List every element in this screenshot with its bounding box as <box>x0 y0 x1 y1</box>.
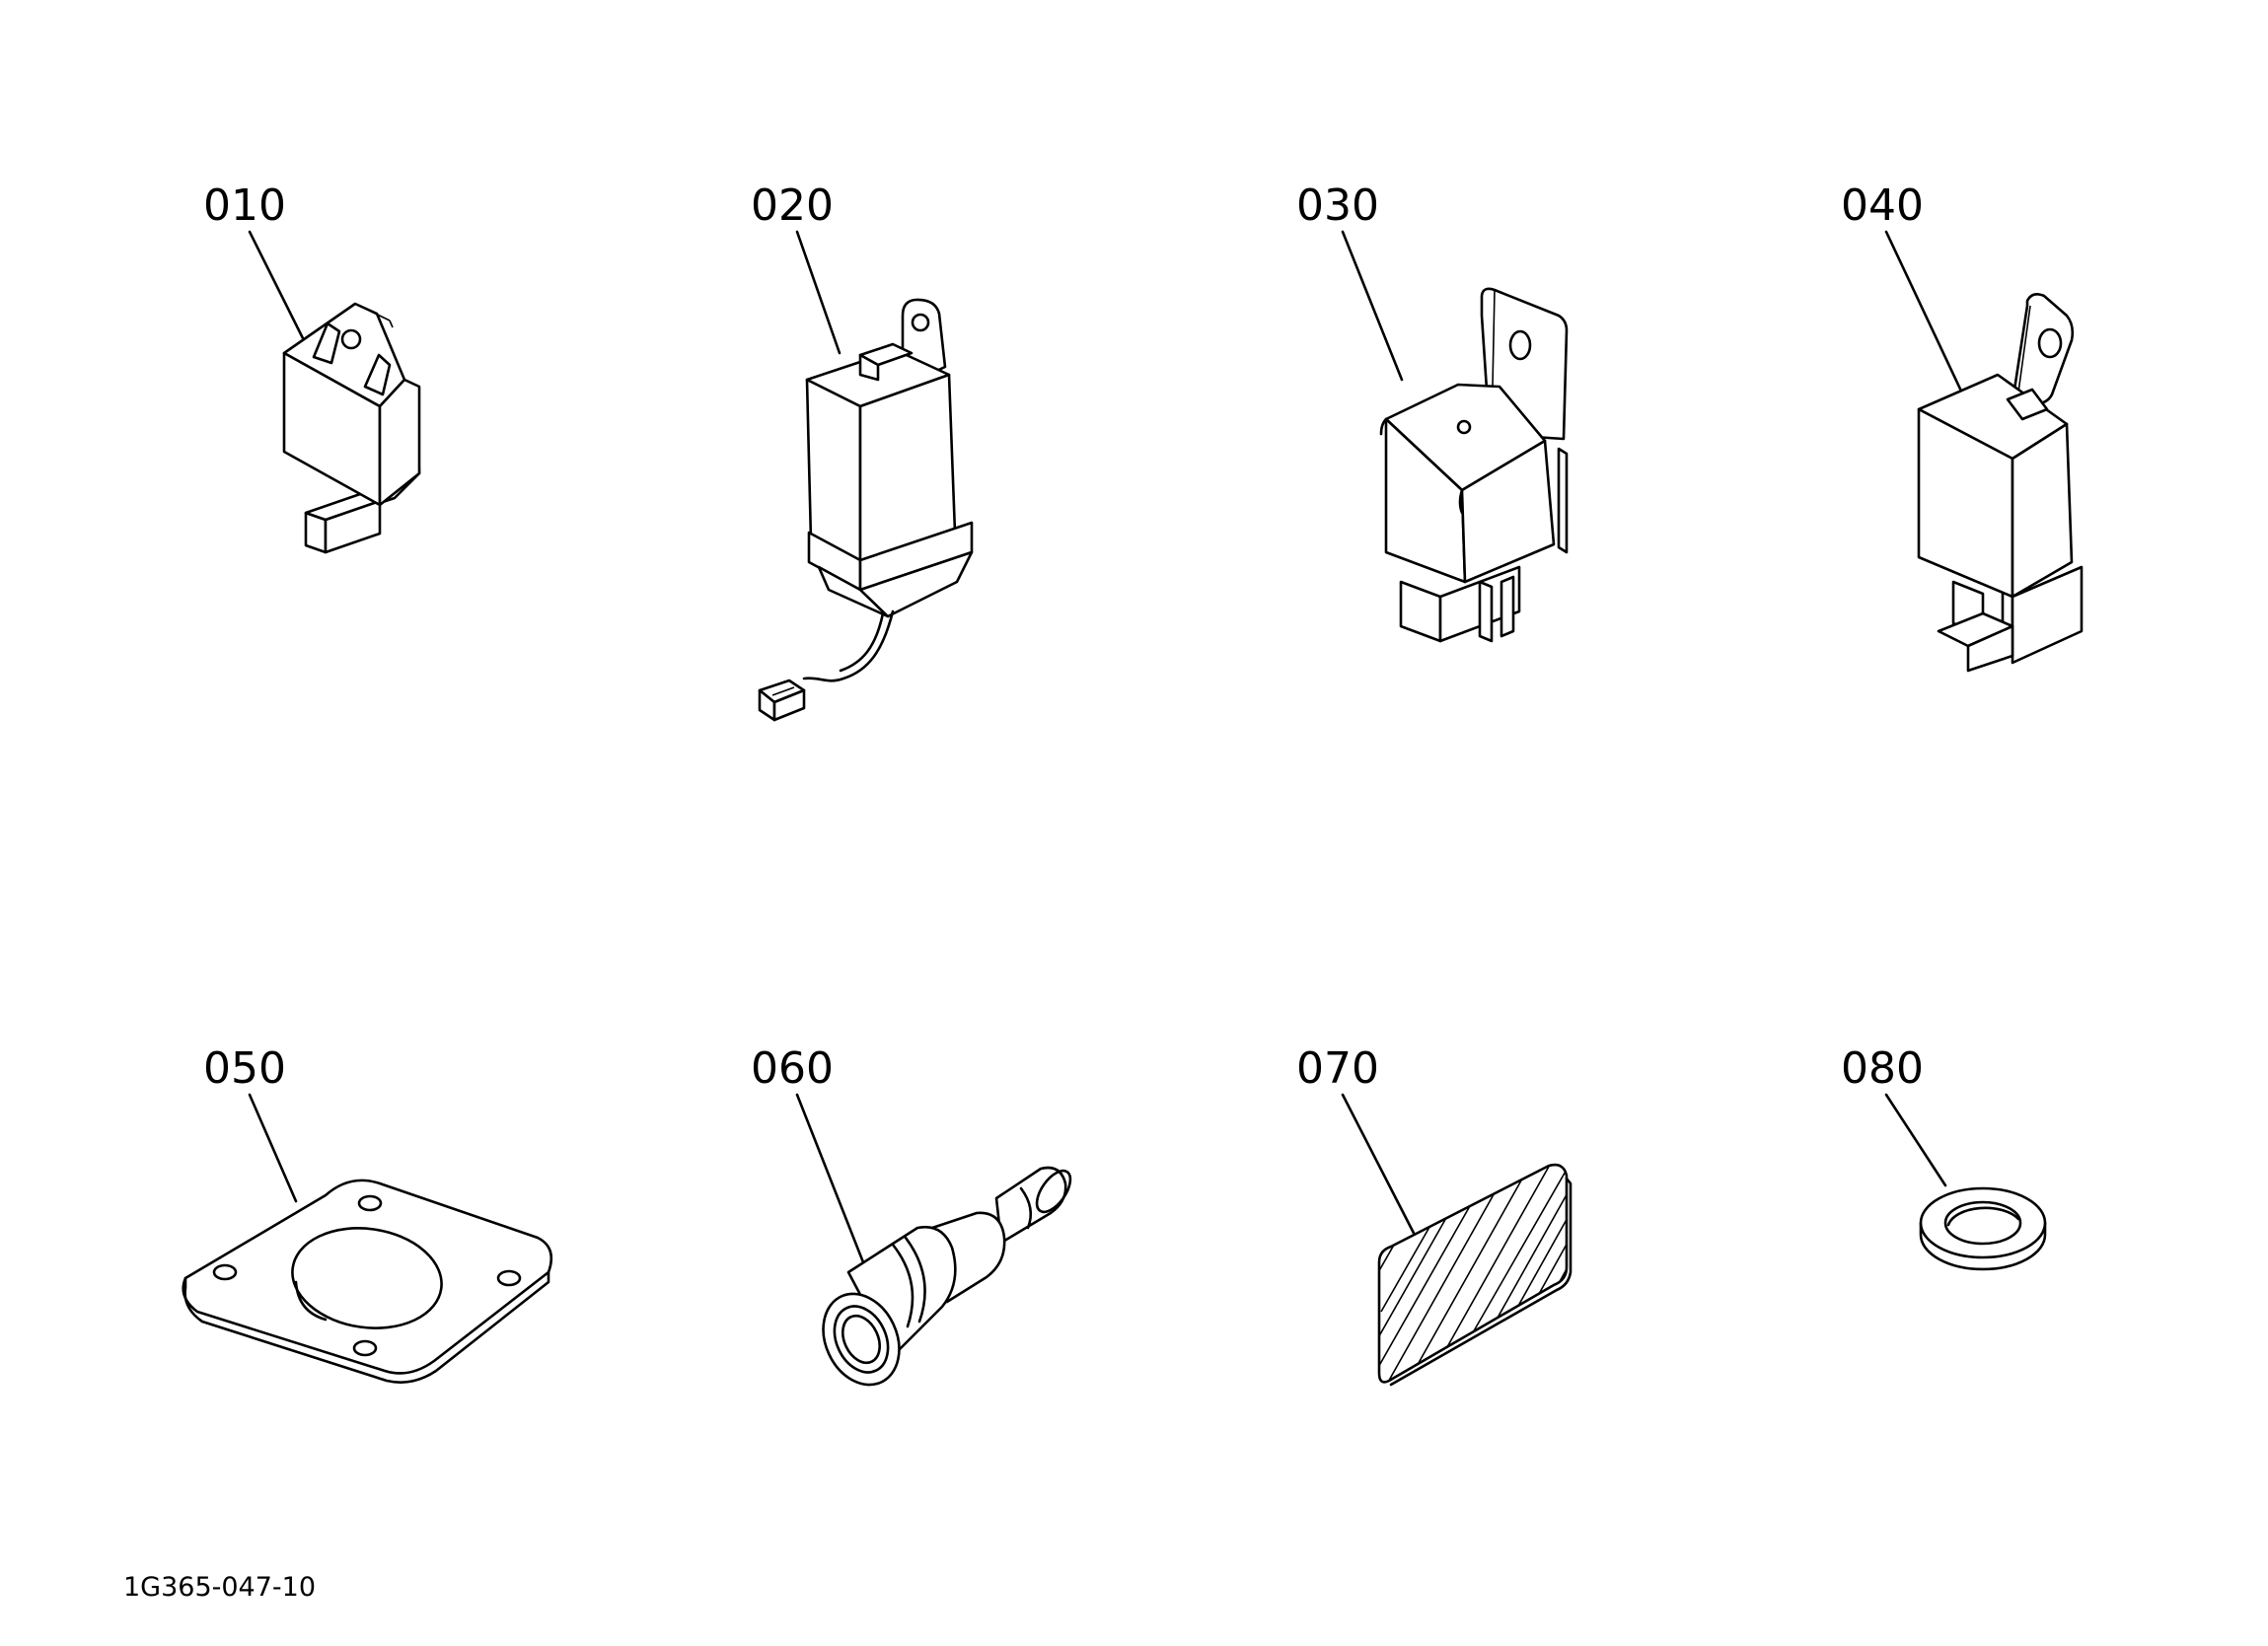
leader-line <box>248 230 306 342</box>
part-040[interactable]: 040 <box>1841 180 2084 673</box>
leader-line <box>1341 1093 1421 1245</box>
part-030[interactable]: 030 <box>1296 180 1569 643</box>
relay-bracket-icon <box>1379 287 1569 643</box>
part-number-label: 080 <box>1841 1043 1924 1094</box>
leader-line <box>1884 230 1967 401</box>
part-010[interactable]: 010 <box>203 180 421 554</box>
leader-line <box>795 230 841 355</box>
part-number-label: 050 <box>203 1043 286 1094</box>
leader-line <box>795 1093 867 1269</box>
timer-relay-with-lead-icon <box>758 298 974 722</box>
part-060[interactable]: 060 <box>751 1043 1077 1397</box>
part-070[interactable]: 070 <box>1296 1043 1578 1387</box>
leader-line <box>248 1093 298 1203</box>
leader-line <box>1884 1093 1947 1187</box>
part-number-label: 020 <box>751 180 834 231</box>
relay-small-icon <box>282 302 421 554</box>
relay-bracket-icon <box>1917 293 2084 673</box>
washer-icon <box>1919 1186 2047 1271</box>
part-number-label: 040 <box>1841 180 1924 231</box>
gasket-icon <box>182 1179 552 1384</box>
part-050[interactable]: 050 <box>182 1043 552 1384</box>
part-number-label: 030 <box>1296 180 1379 231</box>
part-number-label: 060 <box>751 1043 834 1094</box>
part-number-label: 010 <box>203 180 286 231</box>
part-080[interactable]: 080 <box>1841 1043 2047 1271</box>
part-020[interactable]: 020 <box>751 180 974 722</box>
hose-fitting-icon <box>822 1166 1072 1387</box>
drawing-id: 1G365-047-10 <box>123 1572 316 1603</box>
label-plate-icon <box>1377 1163 1573 1387</box>
leader-line <box>1341 230 1404 382</box>
part-number-label: 070 <box>1296 1043 1379 1094</box>
